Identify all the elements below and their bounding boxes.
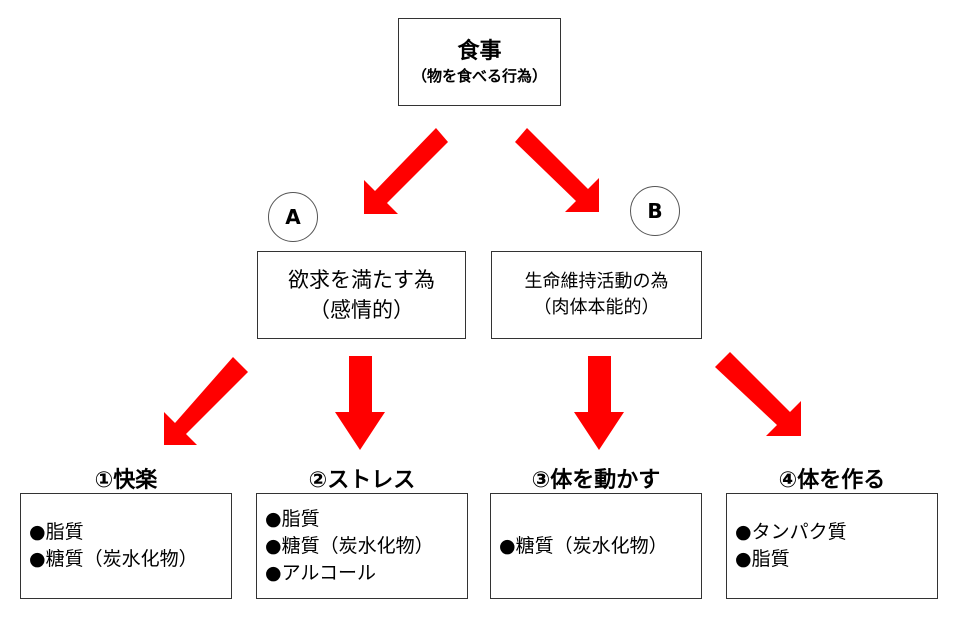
category-heading-pleasure: ①快楽 [94,468,158,493]
arrow-top-to-a [364,128,448,214]
category-box-pleasure: ●脂質 ●糖質（炭水化物） [20,493,232,599]
branch-a-box: 欲求を満たす為 （感情的） [257,251,466,339]
list-item: ●タンパク質 [735,521,847,543]
top-subtitle: （物を食べる行為） [411,67,547,85]
list-item: ●脂質 [265,507,320,530]
branch-b-line2: （肉体本能的） [533,297,660,318]
marker-b-label: B [647,199,663,223]
list-item: ●糖質（炭水化物） [29,548,198,570]
marker-b: B [630,186,680,236]
list-item: ●糖質（炭水化物） [265,534,434,557]
marker-a-label: A [285,205,301,229]
category-heading-build: ④体を作る [778,468,886,493]
branch-b-line1: 生命維持活動の為 [524,271,669,292]
category-box-stress: ●脂質 ●糖質（炭水化物） ●アルコール [256,493,468,599]
category-box-build: ●タンパク質 ●脂質 [726,493,938,599]
arrow-a-to-stress [335,356,385,450]
arrow-b-to-move [574,356,624,450]
top-box-meal: 食事 （物を食べる行為） [398,18,561,106]
branch-a-line2: （感情的） [309,298,414,322]
branch-a-line1: 欲求を満たす為 [288,268,435,292]
arrow-top-to-b [515,128,599,212]
arrow-a-to-pleasure [164,357,248,445]
branch-b-box: 生命維持活動の為 （肉体本能的） [491,251,702,339]
marker-a: A [268,192,318,242]
list-item: ●脂質 [735,548,790,570]
category-box-move: ●糖質（炭水化物） [490,493,702,599]
list-item: ●アルコール [265,561,377,584]
list-item: ●糖質（炭水化物） [499,534,668,557]
list-item: ●脂質 [29,521,84,543]
top-title: 食事 [457,39,502,64]
arrow-b-to-build [715,352,801,436]
category-heading-stress: ②ストレス [308,468,416,493]
category-heading-move: ③体を動かす [531,468,661,493]
